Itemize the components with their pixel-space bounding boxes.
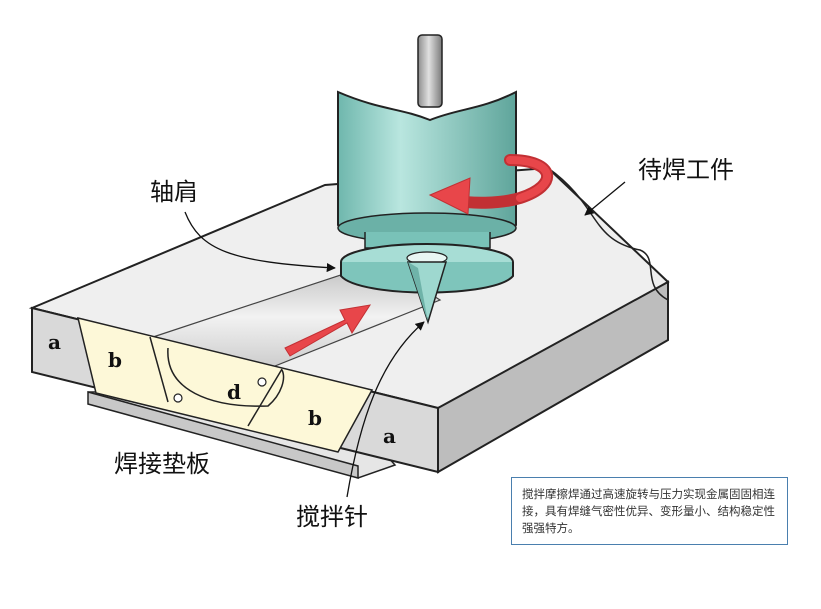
workpiece-front: [31, 306, 439, 474]
label-workpiece: 待焊工件: [638, 156, 734, 184]
label-stir-pin: 搅拌针: [296, 503, 368, 531]
feed-arrow: [284, 304, 372, 357]
label-shoulder: 轴肩: [150, 178, 198, 206]
tool-body: [337, 90, 517, 249]
tool-shaft: [417, 34, 443, 108]
caption-note: 搅拌摩擦焊通过高速旋转与压力实现金属固固相连接，具有焊缝气密性优异、变形量小、结…: [511, 477, 788, 545]
zone-a-right: a: [383, 424, 396, 448]
label-backing-plate: 焊接垫板: [114, 450, 210, 478]
zone-b-right: b: [308, 406, 322, 430]
leader-stir-pin: [346, 321, 425, 498]
rotation-arrow: [428, 154, 553, 215]
zone-a-left: a: [48, 330, 61, 354]
zone-d: d: [227, 380, 241, 404]
workpiece-side: [437, 167, 669, 474]
leader-shoulder: [184, 211, 336, 273]
zone-marker: [257, 377, 267, 387]
leader-workpiece: [584, 181, 626, 216]
zone-b-left: b: [108, 348, 122, 372]
zone-marker: [173, 393, 183, 403]
